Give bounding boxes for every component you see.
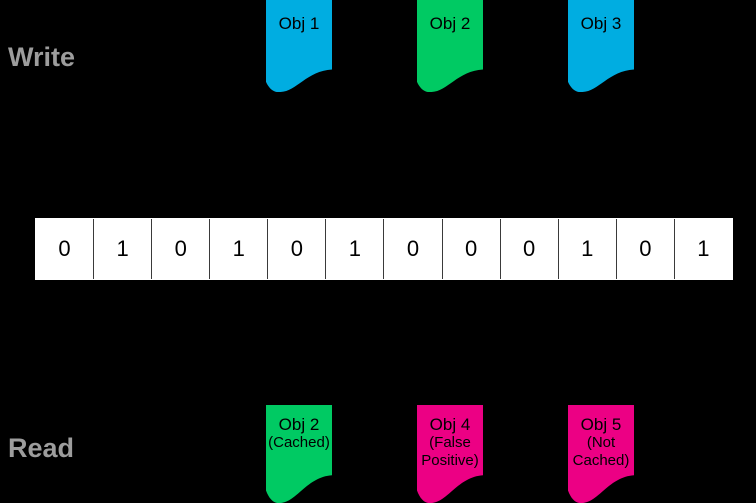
object-tag[interactable]: Obj 3 bbox=[568, 0, 634, 92]
bit-cell[interactable]: 1 bbox=[326, 219, 385, 279]
object-tag-icon bbox=[266, 0, 332, 92]
read-row-label: Read bbox=[8, 433, 75, 463]
write-row-label: Write bbox=[8, 42, 76, 72]
bit-cell[interactable]: 1 bbox=[558, 219, 617, 279]
bit-cell[interactable]: 0 bbox=[442, 219, 501, 279]
bit-cell[interactable]: 1 bbox=[210, 219, 269, 279]
object-tag-icon bbox=[568, 0, 634, 92]
object-tag-icon bbox=[417, 405, 483, 503]
object-tag[interactable]: Obj 2 bbox=[417, 0, 483, 92]
bit-cell[interactable]: 0 bbox=[500, 219, 559, 279]
bit-cell[interactable]: 0 bbox=[36, 219, 95, 279]
object-tag-icon bbox=[417, 0, 483, 92]
bit-cell[interactable]: 1 bbox=[94, 219, 153, 279]
bit-cell[interactable]: 0 bbox=[384, 219, 443, 279]
object-tag-icon bbox=[266, 405, 332, 503]
object-tag[interactable]: Obj 1 bbox=[266, 0, 332, 92]
bit-cell[interactable]: 0 bbox=[616, 219, 675, 279]
bit-cell[interactable]: 0 bbox=[268, 219, 327, 279]
object-tag-icon bbox=[568, 405, 634, 503]
bit-cell[interactable]: 1 bbox=[674, 219, 732, 279]
object-tag[interactable]: Obj 2(Cached) bbox=[266, 405, 332, 503]
bit-cell[interactable]: 0 bbox=[152, 219, 211, 279]
